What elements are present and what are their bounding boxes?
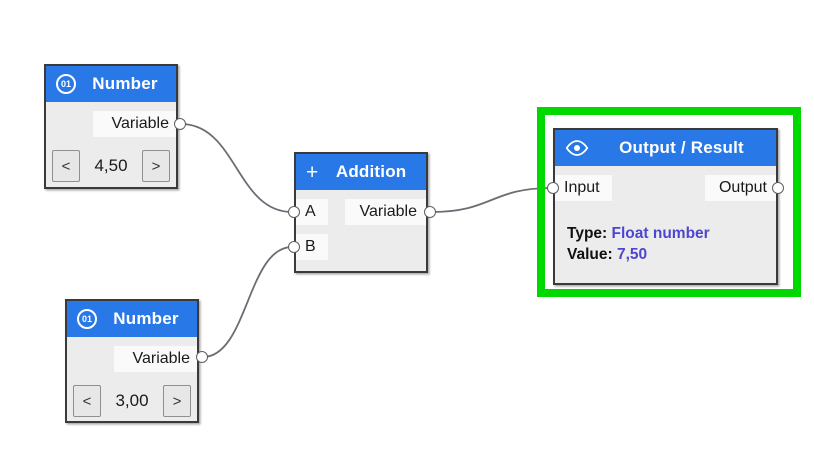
variable-output-label: Variable [114, 346, 197, 372]
addition-input-b-port[interactable] [288, 241, 300, 253]
input-label: Input [555, 175, 612, 201]
variable-output-label: Variable [345, 199, 426, 225]
number-bottom-output-port[interactable] [196, 351, 208, 363]
decrement-button[interactable]: < [73, 385, 101, 417]
number-node-top[interactable]: 01 Number Variable < 4,50 > [44, 64, 178, 189]
type-label: Type: [567, 225, 608, 242]
node-title: Output / Result [619, 138, 744, 157]
addition-node[interactable]: + Addition A Variable B [294, 152, 428, 273]
increment-button[interactable]: > [142, 150, 170, 182]
input-a-label: A [296, 199, 328, 225]
output-result-node[interactable]: Output / Result Input Output Type: Float… [553, 128, 778, 285]
number-value[interactable]: 3,00 [115, 391, 149, 410]
number-stepper: < 4,50 > [52, 150, 170, 182]
addition-node-header[interactable]: + Addition [296, 154, 426, 190]
number-top-output-port[interactable] [174, 118, 186, 130]
node-title: Number [92, 74, 158, 93]
result-value-line: Value: 7,50 [567, 244, 776, 265]
node-title: Addition [335, 162, 407, 181]
increment-button[interactable]: > [163, 385, 191, 417]
output-result-node-header[interactable]: Output / Result [555, 130, 776, 166]
value-label: Value: [567, 246, 613, 263]
node-title: Number [113, 309, 179, 328]
addition-output-port[interactable] [424, 206, 436, 218]
selection-highlight-box [537, 107, 801, 297]
result-block: Type: Float number Value: 7,50 [567, 223, 776, 265]
number-node-bottom[interactable]: 01 Number Variable < 3,00 > [65, 299, 199, 423]
number-node-top-header[interactable]: 01 Number [46, 66, 176, 102]
output-label: Output [704, 175, 776, 201]
number-value[interactable]: 4,50 [94, 156, 128, 175]
output-result-input-port[interactable] [547, 182, 559, 194]
addition-input-a-port[interactable] [288, 206, 300, 218]
type-value: Float number [611, 225, 710, 242]
number-01-badge-icon: 01 [56, 74, 76, 94]
eye-icon [565, 140, 589, 156]
variable-output-label: Variable [93, 111, 176, 137]
plus-icon: + [306, 160, 319, 184]
decrement-button[interactable]: < [52, 150, 80, 182]
value-value: 7,50 [616, 246, 648, 263]
number-01-badge-icon: 01 [77, 309, 97, 329]
result-type-line: Type: Float number [567, 223, 776, 244]
number-node-bottom-header[interactable]: 01 Number [67, 301, 197, 337]
output-result-output-port[interactable] [772, 182, 784, 194]
number-stepper: < 3,00 > [73, 385, 191, 417]
input-b-label: B [296, 234, 328, 260]
